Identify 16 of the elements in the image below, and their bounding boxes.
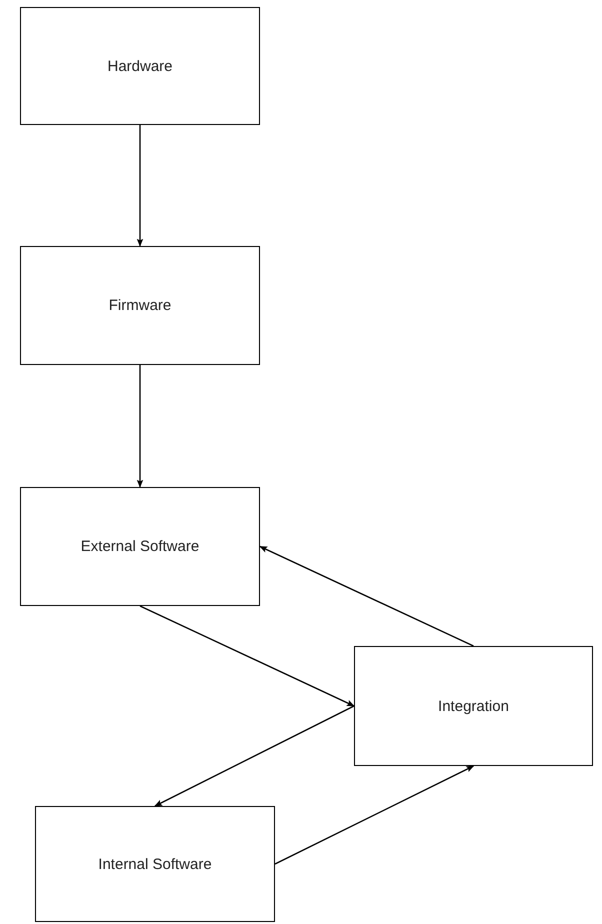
process-box xyxy=(35,806,275,922)
arrow xyxy=(136,365,144,488)
box-label: Firmware xyxy=(108,297,172,314)
arrow xyxy=(274,765,474,865)
arrow xyxy=(140,605,355,707)
process-box xyxy=(20,7,260,125)
box-label: External Software xyxy=(80,538,200,555)
box-label: Integration xyxy=(438,698,509,714)
arrow xyxy=(136,125,144,247)
process-box xyxy=(20,246,260,365)
process-box xyxy=(20,487,260,606)
box-label: Internal Software xyxy=(98,856,212,872)
arrow xyxy=(154,705,354,807)
box-label: Hardware xyxy=(107,58,173,74)
process-box xyxy=(354,646,593,766)
arrow xyxy=(259,546,474,647)
